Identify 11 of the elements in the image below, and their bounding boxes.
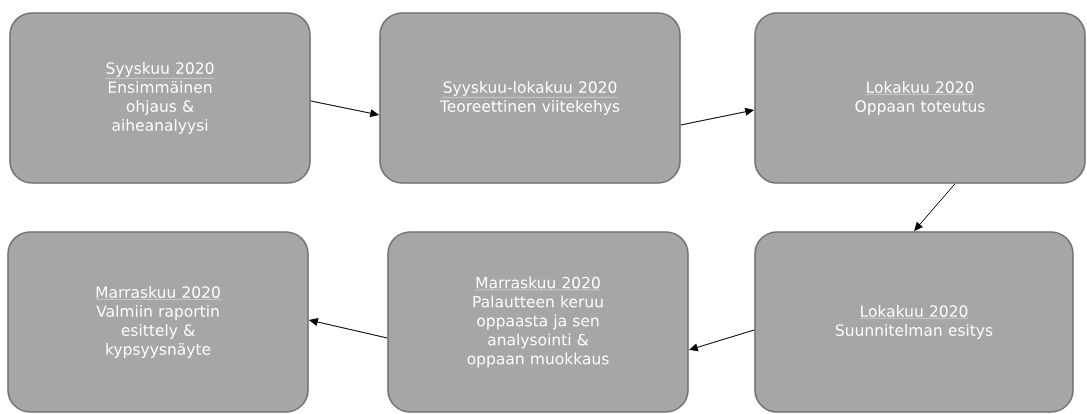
process-box: Syyskuu-lokakuu 2020 Teoreettinen viitekehys xyxy=(379,12,681,184)
arrow xyxy=(680,107,754,126)
process-box: Marraskuu 2020 Valmiin raportin esittely & kypsyysnäyte xyxy=(7,231,309,413)
arrow xyxy=(914,183,956,231)
process-box: Marraskuu 2020 Palautteen keruu oppaasta ja sen analysointi & oppaan muokkaus xyxy=(387,231,689,413)
arrow xyxy=(309,318,388,339)
process-box: Lokakuu 2020 Suunnitelman esitys xyxy=(754,231,1074,413)
process-box: Syyskuu 2020 Ensimmäinen ohjaus & aiheanalyysi xyxy=(9,12,311,184)
process-box: Lokakuu 2020 Oppaan toteutus xyxy=(754,12,1086,184)
arrow xyxy=(689,329,755,352)
arrow xyxy=(310,100,379,118)
